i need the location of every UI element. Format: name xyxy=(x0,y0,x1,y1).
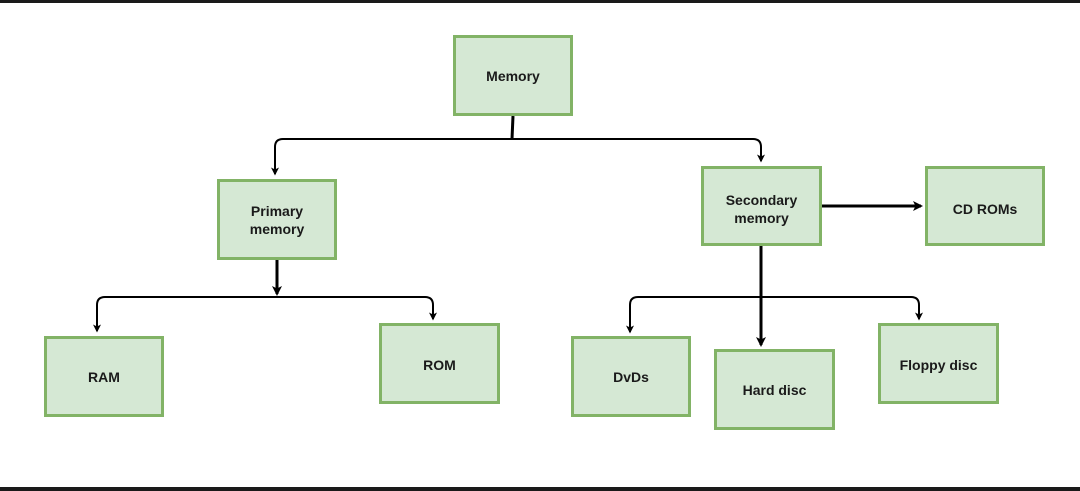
edge-primary-memory-to-ram xyxy=(93,296,277,333)
edge-memory-to-primary-memory xyxy=(271,138,512,176)
edge-memory-split xyxy=(510,115,515,140)
node-floppy-disc: Floppy disc xyxy=(878,323,999,404)
node-dvds-label: DvDs xyxy=(613,369,649,385)
node-cd-roms-label: CD ROMs xyxy=(952,201,1018,217)
edge-secondary-memory-to-floppy-disc xyxy=(761,296,923,321)
edge-secondary-memory-to-dvds xyxy=(626,296,761,334)
node-hard-disc: Hard disc xyxy=(714,349,835,430)
node-primary-memory-label: Primary memory xyxy=(249,202,305,237)
node-secondary-memory-label: Secondary memory xyxy=(725,192,798,226)
node-ram: RAM xyxy=(44,336,164,417)
node-dvds: DvDs xyxy=(571,336,691,417)
edge-primary-memory-to-rom xyxy=(277,296,437,321)
node-hard-disc-label: Hard disc xyxy=(742,381,807,398)
node-memory-label: Memory xyxy=(486,67,540,84)
node-floppy-disc-label: Floppy disc xyxy=(899,357,978,373)
node-memory: Memory xyxy=(453,35,573,116)
edge-memory-to-secondary-memory xyxy=(512,138,765,163)
node-primary-memory: Primary memory xyxy=(217,179,337,260)
node-rom-label: ROM xyxy=(423,357,456,373)
node-ram-label: RAM xyxy=(88,368,120,385)
node-secondary-memory: Secondary memory xyxy=(701,166,822,246)
top-border xyxy=(0,0,1080,3)
node-cd-roms: CD ROMs xyxy=(925,166,1045,246)
node-rom: ROM xyxy=(379,323,500,404)
bottom-border xyxy=(0,487,1080,491)
